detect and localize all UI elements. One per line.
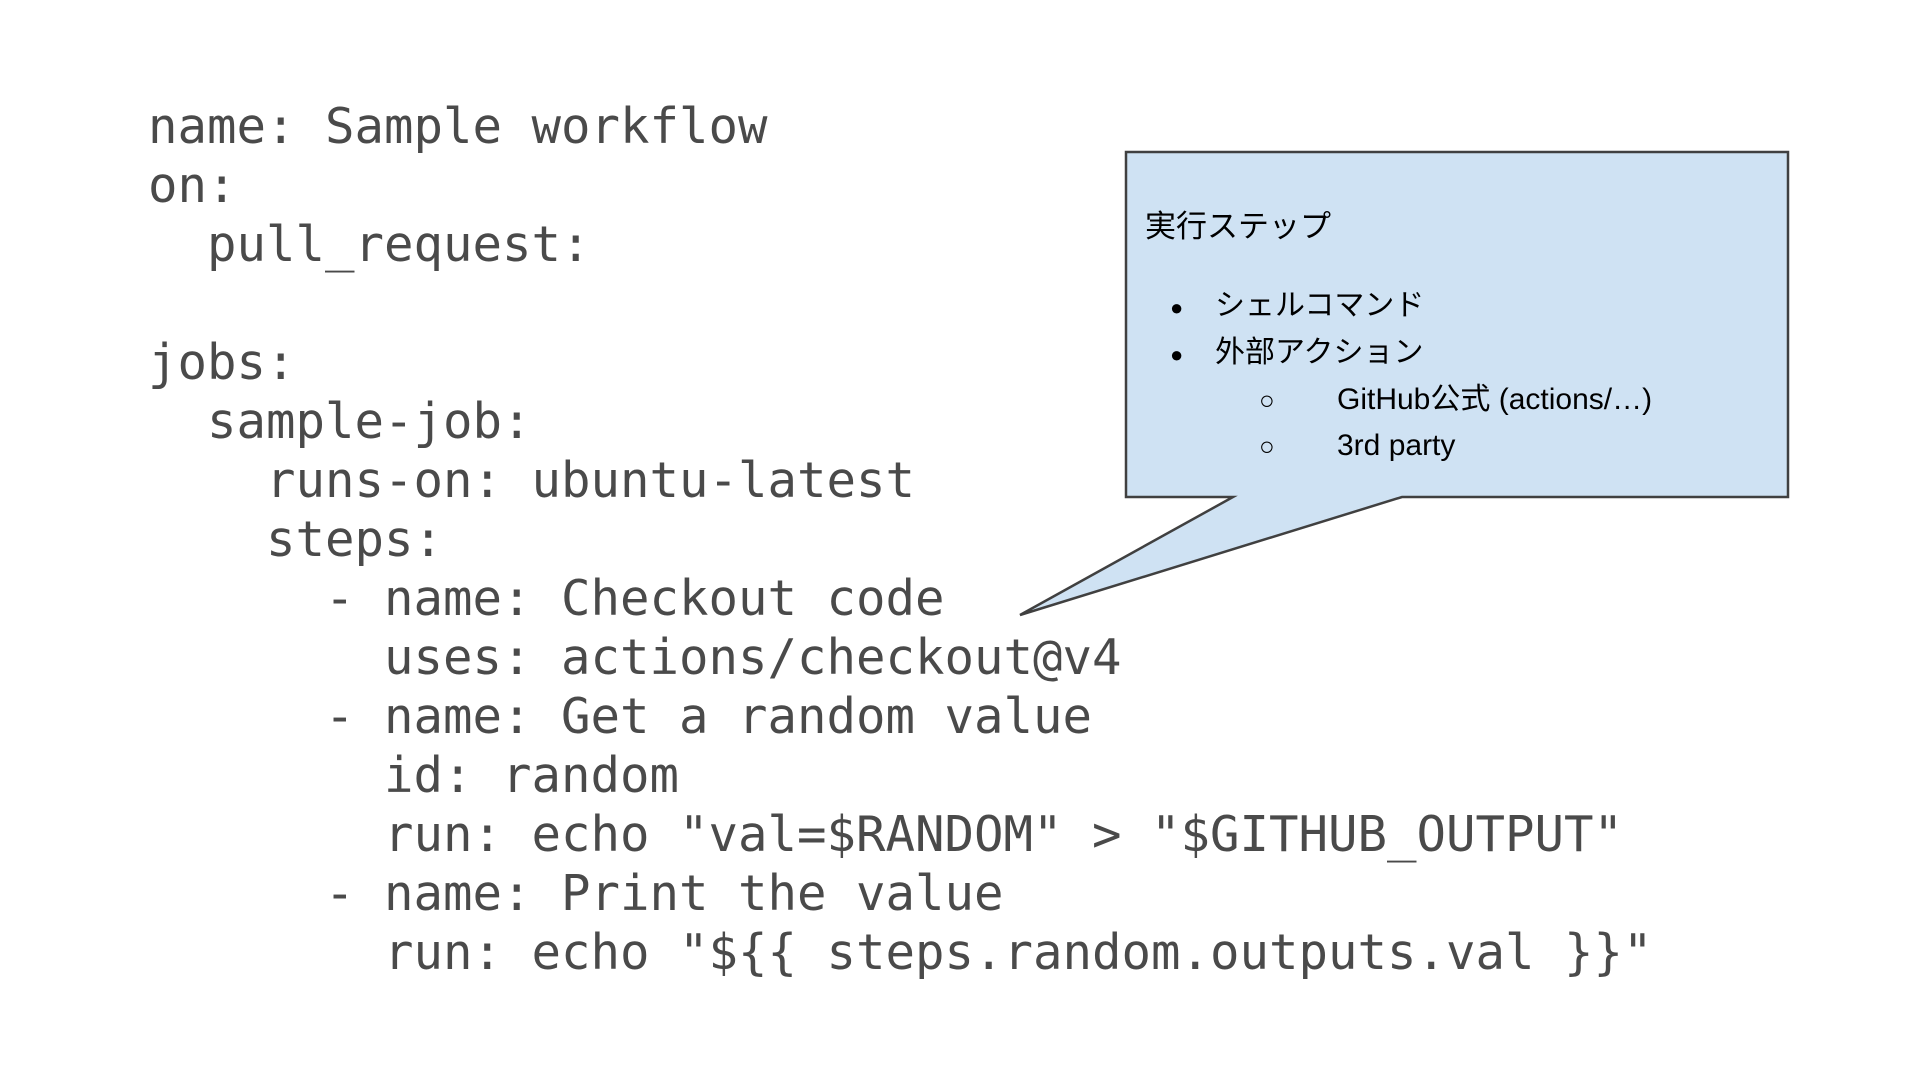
- callout-bullet-list: ● シェルコマンド ● 外部アクション ○ GitHub公式 (actions/…) ○ 3r…: [1126, 283, 1788, 469]
- callout-list-item: ● シェルコマンド: [1126, 283, 1788, 330]
- callout-item-label: 外部アクション: [1215, 336, 1424, 369]
- callout-list-item: ○ 3rd party: [1126, 423, 1788, 469]
- hollow-circle-bullet-icon: ○: [1259, 385, 1275, 415]
- callout-list-item: ○ GitHub公式 (actions/…): [1126, 377, 1788, 423]
- workflow-yaml-code: name: Sample workflow on: pull_request: …: [148, 98, 1653, 981]
- hollow-circle-bullet-icon: ○: [1259, 431, 1275, 461]
- speech-bubble-polygon: [1019, 150, 1790, 617]
- callout-list-item: ● 外部アクション: [1126, 330, 1788, 377]
- callout-bubble-shape: [1019, 150, 1790, 617]
- filled-circle-bullet-icon: ●: [1170, 342, 1184, 367]
- filled-circle-bullet-icon: ●: [1170, 295, 1184, 320]
- callout-item-label: 3rd party: [1337, 429, 1456, 462]
- callout-item-label: GitHub公式 (actions/…): [1337, 383, 1653, 416]
- callout-bubble-content: 実行ステップ ● シェルコマンド ● 外部アクション ○ GitHub公式 (action…: [1126, 152, 1788, 497]
- callout-item-label: シェルコマンド: [1215, 289, 1425, 322]
- callout-title: 実行ステップ: [1145, 209, 1331, 244]
